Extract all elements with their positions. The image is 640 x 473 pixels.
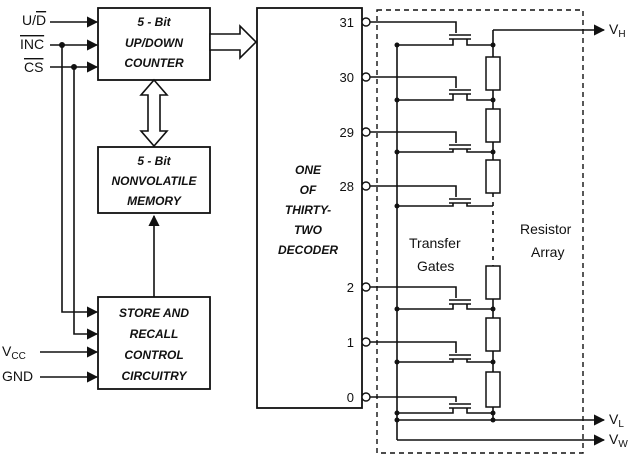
transfer-gate-31: [361, 17, 496, 48]
resistor: [485, 159, 501, 194]
input-label-ud: U/D: [22, 12, 46, 28]
decoder-output-28: 28: [340, 179, 354, 194]
transfer-gates-label-1: Transfer: [409, 235, 461, 251]
cs-to-store-wire: [73, 67, 99, 340]
output-label-vw: VW: [609, 431, 628, 450]
memory-line-2: NONVOLATILE: [111, 174, 197, 188]
vl-junction: [394, 417, 400, 423]
transfer-gate-2: [361, 282, 496, 312]
vl-chain-junction: [490, 417, 496, 423]
resistor: [485, 371, 501, 408]
decoder-line-5: DECODER: [278, 243, 338, 257]
counter-line-1: 5 - Bit: [137, 15, 171, 29]
input-label-vcc: VCC: [2, 343, 26, 362]
input-label-inc: INC: [20, 36, 44, 52]
store-line-3: CONTROL: [124, 348, 183, 362]
output-label-vh: VH: [609, 21, 626, 40]
transfer-gate-1: [361, 337, 496, 365]
transfer-gate-28: [361, 181, 493, 209]
counter-memory-bidirectional-arrow: [139, 78, 169, 148]
resistor-array-label-1: Resistor: [520, 221, 572, 237]
resistor: [485, 317, 501, 352]
inc-to-store-wire: [61, 45, 99, 318]
transfer-gate-29: [361, 127, 496, 155]
store-line-4: CIRCUITRY: [121, 369, 187, 383]
resistor: [485, 56, 501, 91]
memory-block: [97, 146, 211, 214]
decoder-output-31: 31: [340, 15, 354, 30]
decoder-line-1: ONE: [295, 163, 322, 177]
decoder-output-30: 30: [340, 70, 354, 85]
store-recall-block: [97, 296, 211, 390]
output-label-vl: VL: [609, 411, 624, 430]
decoder-output-29: 29: [340, 125, 354, 140]
transfer-gates-label-2: Gates: [417, 258, 454, 274]
svg-text:U/D: U/D: [22, 12, 46, 28]
decoder-line-3: THIRTY-: [285, 203, 331, 217]
decoder-output-0: 0: [347, 390, 354, 405]
resistor-array-label-2: Array: [531, 244, 564, 260]
decoder-output-2: 2: [347, 280, 354, 295]
input-label-gnd: GND: [2, 368, 33, 384]
decoder-line-4: TWO: [294, 223, 323, 237]
counter-to-decoder-arrow: [209, 24, 258, 60]
transfer-gate-0: [361, 392, 496, 416]
resistor-array-enclosure: [376, 9, 584, 454]
transfer-gate-30: [361, 72, 496, 103]
memory-line-1: 5 - Bit: [137, 154, 171, 168]
decoder-line-2: OF: [300, 183, 317, 197]
decoder-output-1: 1: [347, 335, 354, 350]
resistor: [485, 108, 501, 143]
input-label-cs: CS: [24, 59, 43, 75]
store-line-1: STORE AND: [119, 306, 189, 320]
store-line-2: RECALL: [130, 327, 179, 341]
resistor: [485, 265, 501, 300]
counter-line-3: COUNTER: [124, 56, 184, 70]
memory-line-3: MEMORY: [127, 194, 182, 208]
counter-line-2: UP/DOWN: [125, 36, 183, 50]
decoder-block: [256, 7, 363, 409]
